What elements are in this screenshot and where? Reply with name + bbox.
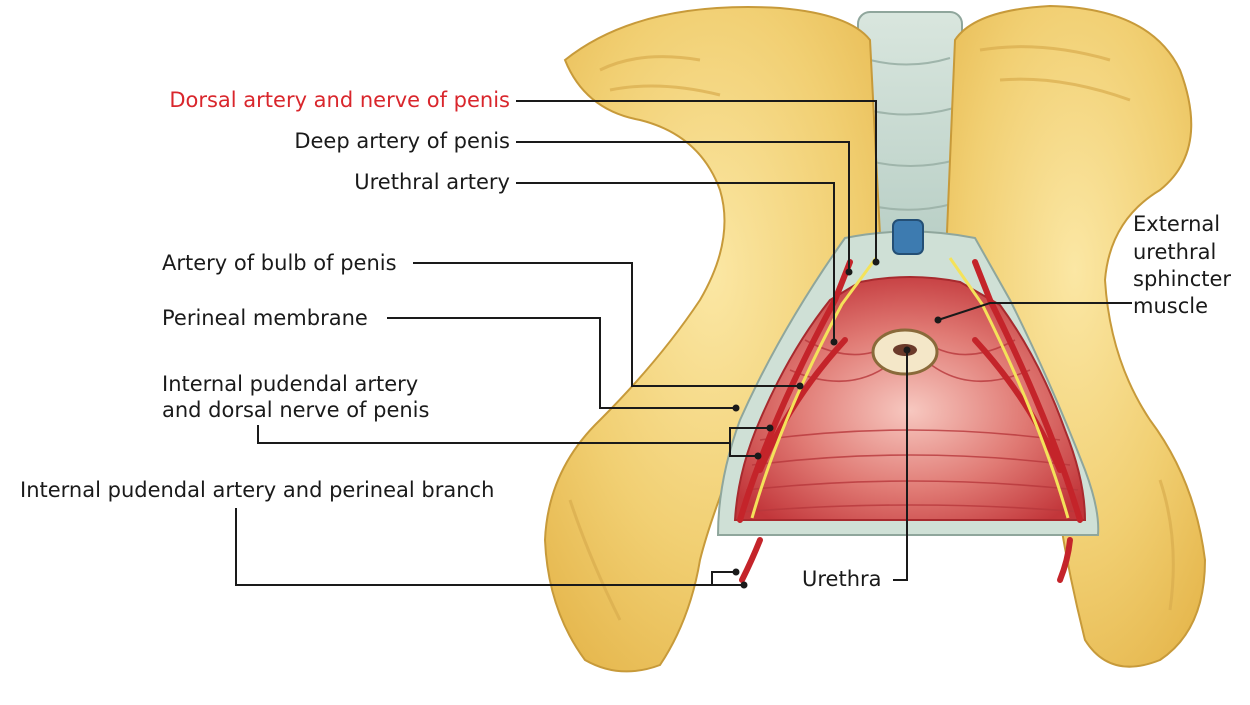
label-artery-bulb: Artery of bulb of penis [162, 251, 397, 275]
label-external-sphincter-line4: muscle [1133, 294, 1209, 318]
label-dorsal-artery-nerve: Dorsal artery and nerve of penis [169, 88, 510, 112]
label-urethral-artery: Urethral artery [354, 170, 510, 194]
symphysis-texture [865, 57, 957, 211]
arteries [737, 259, 1083, 583]
label-external-sphincter-line2: urethral [1133, 240, 1217, 264]
leader-lines [235, 100, 1132, 589]
label-urethra: Urethra [802, 567, 882, 591]
bone-texture [568, 45, 1175, 621]
label-perineal-membrane: Perineal membrane [162, 306, 368, 330]
label-internal-pudendal-dorsal-line2: and dorsal nerve of penis [162, 398, 430, 422]
label-internal-pudendal-dorsal-line1: Internal pudendal artery [162, 372, 419, 396]
label-internal-pudendal-perineal: Internal pudendal artery and perineal br… [20, 478, 495, 502]
label-external-sphincter-line1: External [1133, 212, 1221, 236]
deep-dorsal-vein [892, 219, 924, 255]
label-deep-artery: Deep artery of penis [294, 129, 510, 153]
label-external-sphincter-line3: sphincter [1133, 267, 1232, 291]
left-pubic-bone [543, 6, 882, 673]
